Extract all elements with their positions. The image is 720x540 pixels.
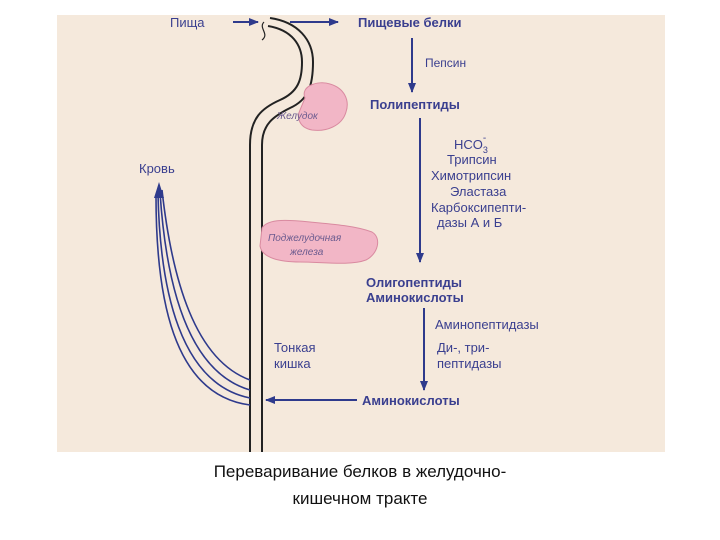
elastase-label: Эластаза [450, 184, 507, 199]
chymotrypsin-label: Химотрипсин [431, 168, 511, 183]
small-intestine-label-line1: Тонкая [274, 340, 316, 355]
figure-caption: Переваривание белков в желудочно- кишечн… [0, 458, 720, 512]
mouth-squiggle [261, 21, 266, 41]
amino-acids-mid-label: Аминокислоты [366, 290, 464, 305]
blood-label: Кровь [139, 161, 175, 176]
small-intestine-label-line2: кишка [274, 356, 311, 371]
pancreas-label-line2: железа [289, 247, 324, 258]
amino-acids-final-label: Аминокислоты [362, 393, 460, 408]
pancreas-organ [259, 219, 379, 264]
oligopeptides-label: Олигопептиды [366, 275, 462, 290]
pepsin-label: Пепсин [425, 56, 466, 70]
caption-line-2: кишечном тракте [292, 489, 428, 508]
di-tri-peptidases-label-line1: Ди-, три- [437, 340, 489, 355]
stomach-organ [298, 82, 348, 131]
food-label: Пища [170, 15, 205, 30]
polypeptides-label: Полипептиды [370, 97, 460, 112]
aminopeptidases-label: Аминопептидазы [435, 317, 539, 332]
blood-vessels [155, 189, 251, 406]
carboxypeptidase-label-line2: дазы А и Б [437, 215, 502, 230]
di-tri-peptidases-label-line2: пептидазы [437, 356, 502, 371]
caption-line-1: Переваривание белков в желудочно- [213, 462, 507, 481]
trypsin-label: Трипсин [447, 152, 497, 167]
carboxypeptidase-label-line1: Карбоксипепти- [431, 200, 526, 215]
pancreas-label-line1: Поджелудочная [268, 233, 342, 244]
food-proteins-label: Пищевые белки [358, 15, 462, 30]
hco3-label: HCO3- [454, 133, 488, 155]
blood-arrowhead [154, 182, 164, 198]
stomach-label: Желудок [276, 111, 319, 122]
